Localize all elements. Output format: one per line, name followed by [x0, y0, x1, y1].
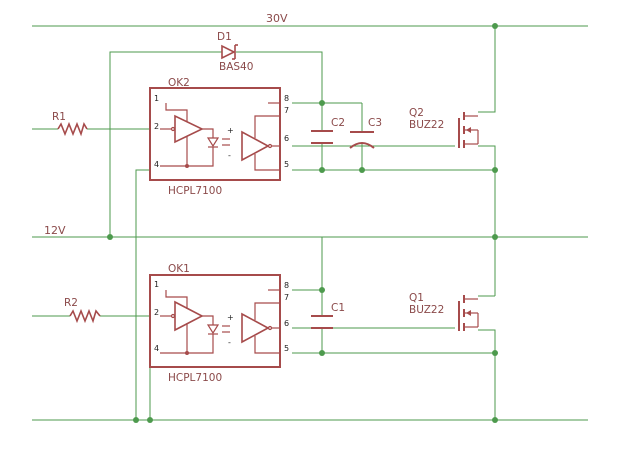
- c3-capacitor: C3: [349, 117, 382, 149]
- junction-dot: [107, 234, 113, 240]
- junction-dot: [492, 234, 498, 240]
- q2-mosfet: Q2 BUZ22: [409, 107, 479, 148]
- ok1-pin-4: 4: [154, 344, 159, 353]
- junction-dot: [319, 350, 325, 356]
- ok2-pin-8: 8: [284, 94, 289, 103]
- junction-dot: [492, 167, 498, 173]
- r1-resistor: R1: [52, 111, 88, 137]
- d1-diode: D1 BAS40: [217, 31, 253, 73]
- ok1-minus-sign: -: [228, 338, 231, 347]
- d1-ref: D1: [217, 31, 232, 43]
- ok2-value: HCPL7100: [168, 185, 222, 197]
- c2-capacitor: C2: [311, 117, 345, 144]
- ok1-pin-2: 2: [154, 308, 159, 317]
- ok1-pin-6: 6: [284, 319, 289, 328]
- ok2-pin4-wire: [135, 169, 150, 420]
- c1-ref: C1: [331, 302, 345, 314]
- ok2-plus-sign: +: [227, 126, 234, 135]
- ok2-pin-2: 2: [154, 122, 159, 131]
- c2-ref: C2: [331, 117, 345, 129]
- junctions: [107, 23, 498, 423]
- c1-capacitor: C1: [311, 302, 345, 329]
- ok1-pin-7: 7: [284, 293, 289, 302]
- ok2-pin-1: 1: [154, 94, 159, 103]
- r2-resistor: R2: [64, 297, 101, 324]
- c3-ref: C3: [368, 117, 382, 129]
- ok1-pin-5: 5: [284, 344, 289, 353]
- ok1-pin8-wire: [292, 237, 323, 291]
- q2-drain-wire: [478, 26, 496, 113]
- ok2-pin-6: 6: [284, 134, 289, 143]
- junction-dot: [492, 417, 498, 423]
- ok1-pin-1: 1: [154, 280, 159, 289]
- q2-source-wire: [478, 145, 496, 170]
- r2-ref: R2: [64, 297, 78, 309]
- ok2-pin-7: 7: [284, 106, 289, 115]
- q1-mosfet: Q1 BUZ22: [409, 292, 479, 331]
- ok1-ref: OK1: [168, 263, 190, 275]
- d1-anode-wire: [109, 51, 222, 237]
- ok2-ref: OK2: [168, 77, 190, 89]
- q2-value: BUZ22: [409, 119, 444, 131]
- junction-dot: [492, 350, 498, 356]
- r1-ref: R1: [52, 111, 66, 123]
- junction-dot: [319, 100, 325, 106]
- junction-dot: [492, 23, 498, 29]
- junction-dot: [133, 417, 139, 423]
- junction-dot: [319, 167, 325, 173]
- q2-ref: Q2: [409, 107, 424, 119]
- ok1-value: HCPL7100: [168, 372, 222, 384]
- q1-source-wire: [478, 329, 496, 420]
- q1-value: BUZ22: [409, 304, 444, 316]
- net-label-12v: 12V: [44, 224, 66, 237]
- ok2-optocoupler: OK2 HCPL7100 1 2 4 8 7 6 5 + -: [149, 77, 289, 197]
- ok2-pin-5: 5: [284, 160, 289, 169]
- q1-ref: Q1: [409, 292, 424, 304]
- junction-dot: [319, 287, 325, 293]
- junction-dot: [359, 167, 365, 173]
- d1-value: BAS40: [219, 61, 253, 73]
- ok2-pin-4: 4: [154, 160, 159, 169]
- ok1-pin-8: 8: [284, 281, 289, 290]
- ok1-optocoupler: OK1 HCPL7100 1 2 4 8 7 6 5 + -: [149, 263, 289, 384]
- d1-cathode-wire: [236, 51, 323, 103]
- ok2-minus-sign: -: [228, 151, 231, 160]
- net-label-30v: 30V: [266, 12, 288, 25]
- ok1-plus-sign: +: [227, 313, 234, 322]
- wires: [32, 25, 588, 421]
- junction-dot: [147, 417, 153, 423]
